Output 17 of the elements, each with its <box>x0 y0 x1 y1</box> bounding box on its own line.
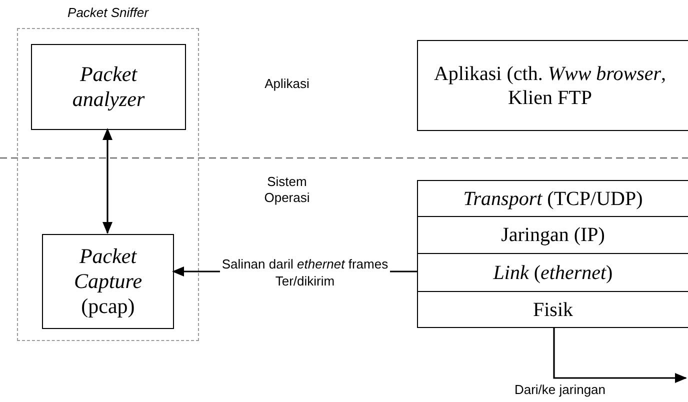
box-label: Fisik <box>532 298 574 322</box>
process-box <box>31 44 186 130</box>
layer-label: Aplikasi <box>264 76 310 92</box>
box-label: Jaringan (IP) <box>500 223 606 247</box>
box-label: Packet Capture (pcap) <box>72 244 144 320</box>
arrow <box>553 328 687 383</box>
box-label: Aplikasi (cth. Www browser, Klien FTP <box>432 62 668 110</box>
layer-box <box>417 180 688 217</box>
box-label: Transport (TCP/UDP) <box>462 186 644 210</box>
group-title: Packet Sniffer <box>66 5 150 20</box>
layer-label: Sistem Operasi <box>263 174 311 206</box>
box-label: Link (ethernet) <box>492 260 614 284</box>
process-box <box>42 234 174 329</box>
layer-box <box>417 291 688 328</box>
arrow <box>102 128 112 234</box>
process-box <box>417 40 688 131</box>
box-label: Packet analyzer <box>71 62 146 112</box>
